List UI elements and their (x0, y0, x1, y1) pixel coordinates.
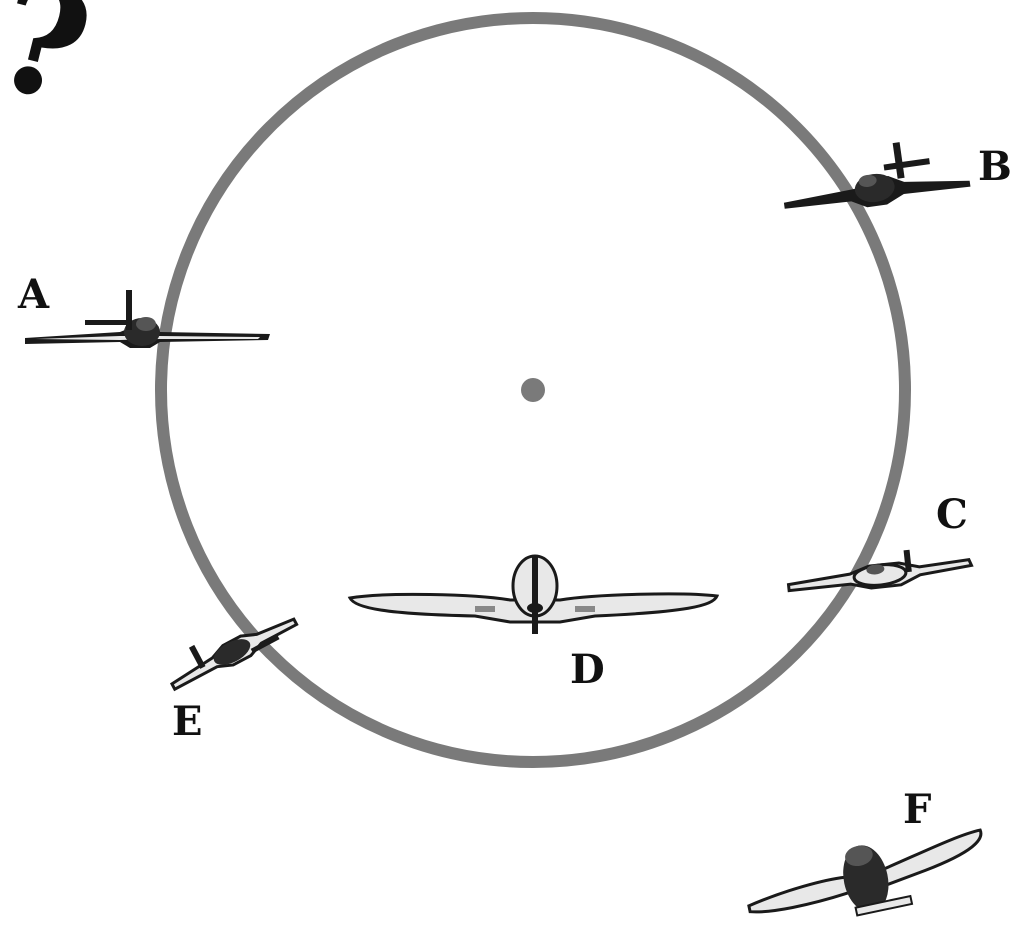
label-d: D (570, 646, 605, 693)
label-c: C (936, 491, 968, 538)
plane-c (786, 544, 973, 597)
question-mark: ? (0, 0, 106, 139)
plane-f (741, 820, 992, 932)
label-b: B (978, 143, 1012, 190)
plane-a (25, 290, 270, 348)
plane-d (350, 556, 717, 634)
label-a: A (17, 271, 50, 318)
label-e: E (172, 698, 203, 745)
center-dot (521, 378, 545, 402)
label-f: F (903, 786, 931, 833)
